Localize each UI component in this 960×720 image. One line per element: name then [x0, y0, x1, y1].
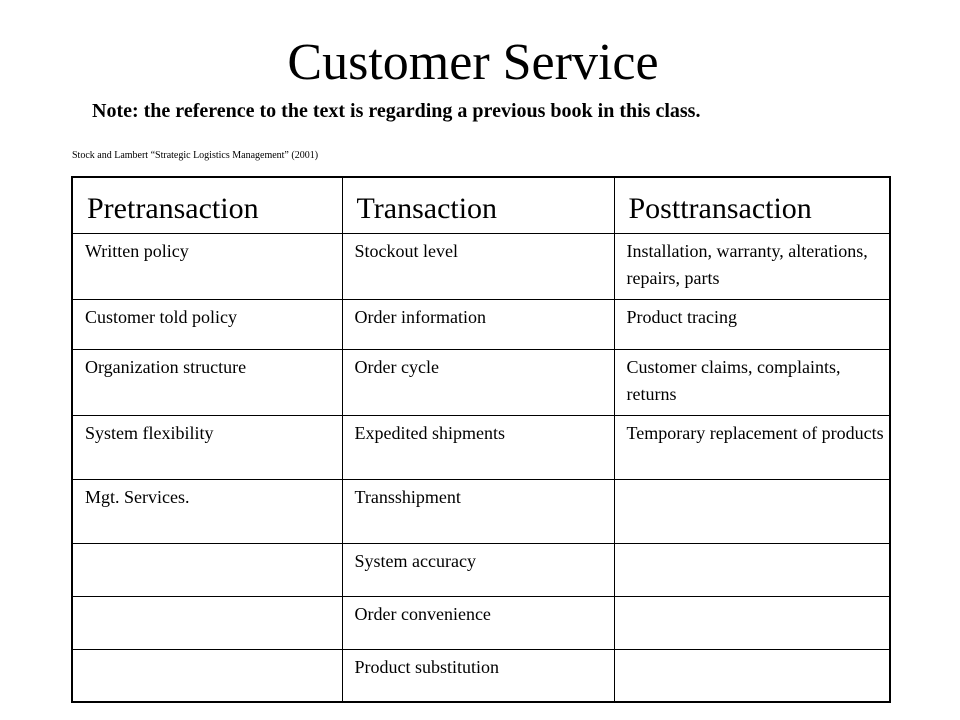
table-cell: Temporary replacement of products	[613, 414, 891, 480]
table-cell: Organization structure	[71, 348, 343, 416]
reference-note: Note: the reference to the text is regar…	[92, 100, 701, 122]
column-header-transaction: Transaction	[341, 176, 615, 234]
table-cell	[71, 595, 343, 650]
table-cell	[613, 648, 891, 703]
customer-service-table-container: Pretransaction Transaction Posttransacti…	[71, 176, 891, 703]
table-cell: Expedited shipments	[341, 414, 615, 480]
table-cell: Order cycle	[341, 348, 615, 416]
table-row: Organization structure Order cycle Custo…	[71, 348, 891, 416]
table-row: System flexibility Expedited shipments T…	[71, 414, 891, 480]
table-row: Written policy Stockout level Installati…	[71, 232, 891, 300]
table-cell	[613, 478, 891, 544]
table-cell: Mgt. Services.	[71, 478, 343, 544]
table-row: Order convenience	[71, 595, 891, 650]
table-cell	[613, 542, 891, 597]
table-cell: Transshipment	[341, 478, 615, 544]
table-cell	[71, 648, 343, 703]
table-cell: Customer told policy	[71, 298, 343, 350]
table-cell	[71, 542, 343, 597]
table-row: Customer told policy Order information P…	[71, 298, 891, 350]
table-row: Product substitution	[71, 648, 891, 703]
column-header-posttransaction: Posttransaction	[613, 176, 891, 234]
table-cell: System flexibility	[71, 414, 343, 480]
table-cell: Product tracing	[613, 298, 891, 350]
table-row: Mgt. Services. Transshipment	[71, 478, 891, 544]
table-cell: Written policy	[71, 232, 343, 300]
table-row: System accuracy	[71, 542, 891, 597]
slide-title: Customer Service	[287, 34, 659, 91]
table-cell: System accuracy	[341, 542, 615, 597]
source-citation: Stock and Lambert “Strategic Logistics M…	[72, 150, 319, 161]
table-cell: Order information	[341, 298, 615, 350]
table-cell	[613, 595, 891, 650]
customer-service-table: Pretransaction Transaction Posttransacti…	[71, 176, 891, 703]
table-header-row: Pretransaction Transaction Posttransacti…	[71, 176, 891, 234]
table-cell: Customer claims, complaints, returns	[613, 348, 891, 416]
table-cell: Order convenience	[341, 595, 615, 650]
table-cell: Stockout level	[341, 232, 615, 300]
column-header-pretransaction: Pretransaction	[71, 176, 343, 234]
table-cell: Installation, warranty, alterations, rep…	[613, 232, 891, 300]
table-cell: Product substitution	[341, 648, 615, 703]
